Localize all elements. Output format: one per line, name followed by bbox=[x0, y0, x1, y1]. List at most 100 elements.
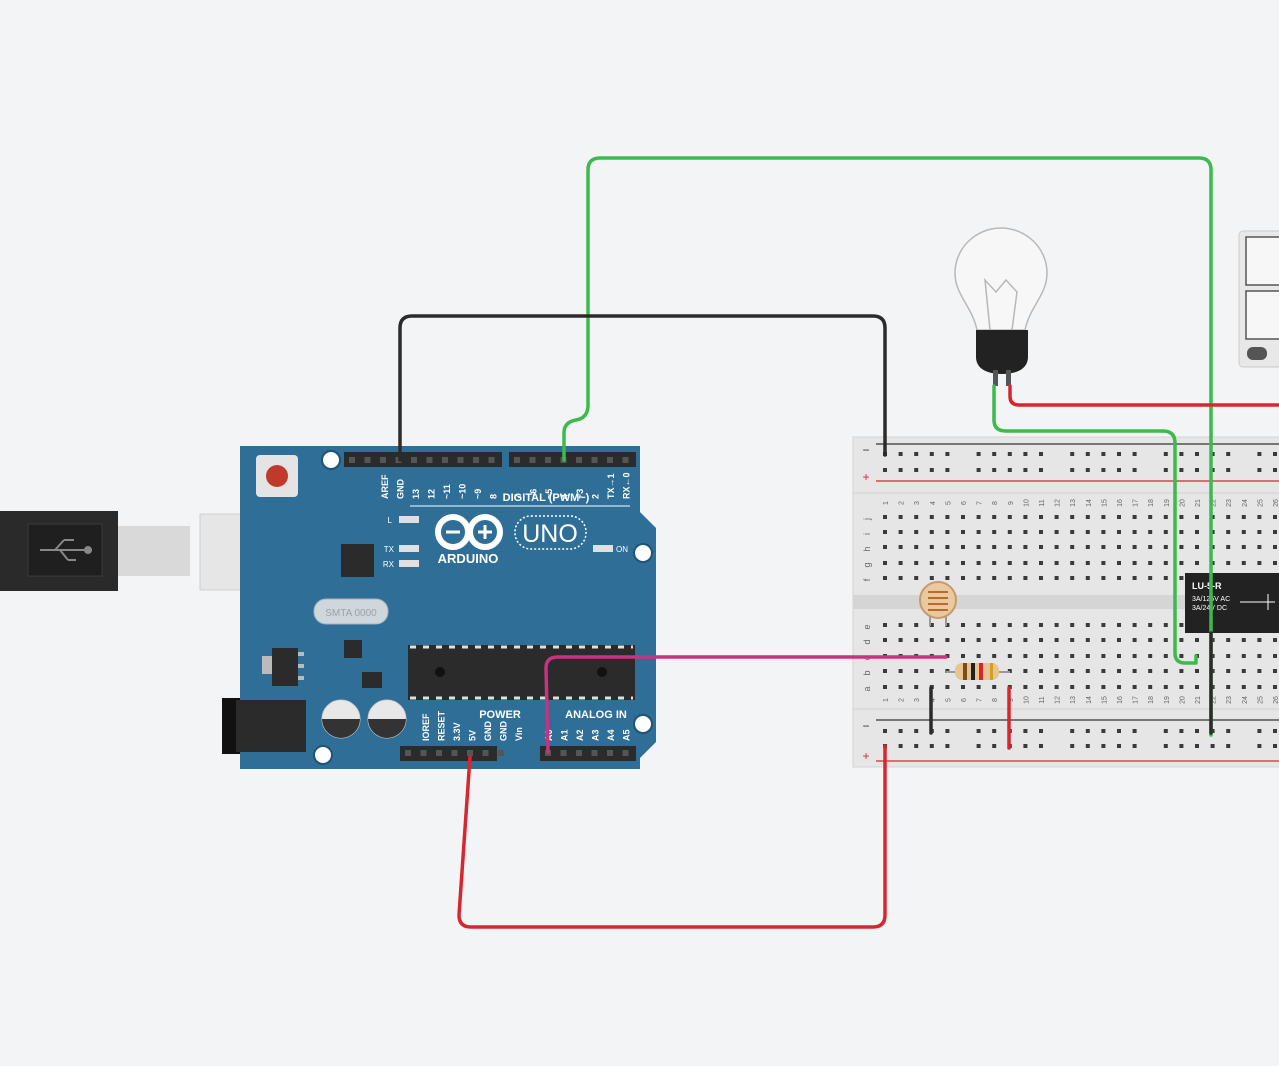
rail-hole[interactable] bbox=[1101, 468, 1106, 472]
rail-hole[interactable] bbox=[1257, 744, 1262, 748]
terminal-hole[interactable] bbox=[1054, 561, 1059, 565]
rail-hole[interactable] bbox=[898, 744, 903, 748]
terminal-hole[interactable] bbox=[1085, 654, 1090, 658]
terminal-hole[interactable] bbox=[945, 623, 950, 627]
terminal-hole[interactable] bbox=[1101, 623, 1106, 627]
terminal-hole[interactable] bbox=[1179, 623, 1184, 627]
rail-hole[interactable] bbox=[883, 468, 887, 472]
terminal-hole[interactable] bbox=[1070, 530, 1075, 534]
terminal-hole[interactable] bbox=[1039, 669, 1043, 673]
photoresistor[interactable] bbox=[919, 581, 957, 626]
header-pin[interactable] bbox=[514, 457, 520, 463]
terminal-hole[interactable] bbox=[976, 685, 981, 689]
terminal-hole[interactable] bbox=[1070, 669, 1075, 673]
rail-hole[interactable] bbox=[1195, 468, 1199, 472]
rail-hole[interactable] bbox=[1039, 452, 1043, 456]
terminal-hole[interactable] bbox=[1226, 561, 1231, 565]
terminal-hole[interactable] bbox=[1070, 623, 1075, 627]
terminal-hole[interactable] bbox=[1101, 669, 1106, 673]
terminal-hole[interactable] bbox=[1085, 623, 1090, 627]
terminal-hole[interactable] bbox=[1101, 654, 1106, 658]
terminal-hole[interactable] bbox=[1101, 638, 1106, 642]
header-pin[interactable] bbox=[545, 457, 551, 463]
terminal-hole[interactable] bbox=[1241, 530, 1246, 534]
rail-hole[interactable] bbox=[1226, 744, 1231, 748]
terminal-hole[interactable] bbox=[1163, 623, 1168, 627]
rail-hole[interactable] bbox=[898, 452, 903, 456]
terminal-hole[interactable] bbox=[1039, 576, 1043, 580]
terminal-hole[interactable] bbox=[898, 685, 903, 689]
terminal-hole[interactable] bbox=[883, 638, 887, 642]
rail-hole[interactable] bbox=[898, 468, 903, 472]
terminal-hole[interactable] bbox=[945, 561, 950, 565]
terminal-hole[interactable] bbox=[1070, 654, 1075, 658]
terminal-hole[interactable] bbox=[976, 515, 981, 519]
terminal-hole[interactable] bbox=[961, 685, 965, 689]
header-pin[interactable] bbox=[473, 457, 479, 463]
terminal-hole[interactable] bbox=[1023, 561, 1028, 565]
terminal-hole[interactable] bbox=[1039, 654, 1043, 658]
terminal-hole[interactable] bbox=[1163, 669, 1168, 673]
rail-hole[interactable] bbox=[1273, 729, 1277, 733]
terminal-hole[interactable] bbox=[945, 515, 950, 519]
terminal-hole[interactable] bbox=[976, 654, 981, 658]
header-pin[interactable] bbox=[442, 457, 448, 463]
rail-hole[interactable] bbox=[1023, 468, 1028, 472]
terminal-hole[interactable] bbox=[1241, 545, 1246, 549]
terminal-hole[interactable] bbox=[883, 545, 887, 549]
terminal-hole[interactable] bbox=[1007, 561, 1012, 565]
terminal-hole[interactable] bbox=[1101, 576, 1106, 580]
header-pin[interactable] bbox=[488, 457, 495, 463]
terminal-hole[interactable] bbox=[914, 530, 919, 534]
rail-hole[interactable] bbox=[1163, 468, 1168, 472]
rail-hole[interactable] bbox=[914, 744, 919, 748]
terminal-hole[interactable] bbox=[1179, 530, 1184, 534]
rail-hole[interactable] bbox=[1132, 452, 1137, 456]
header-pin[interactable] bbox=[426, 457, 433, 463]
rail-hole[interactable] bbox=[1039, 468, 1043, 472]
terminal-hole[interactable] bbox=[1132, 561, 1137, 565]
rail-hole[interactable] bbox=[1132, 729, 1137, 733]
terminal-hole[interactable] bbox=[898, 638, 903, 642]
terminal-hole[interactable] bbox=[1054, 638, 1059, 642]
terminal-hole[interactable] bbox=[1007, 623, 1012, 627]
terminal-hole[interactable] bbox=[976, 545, 981, 549]
header-pin[interactable] bbox=[607, 457, 613, 463]
terminal-hole[interactable] bbox=[1054, 685, 1059, 689]
rail-hole[interactable] bbox=[1273, 744, 1277, 748]
terminal-hole[interactable] bbox=[1226, 515, 1231, 519]
terminal-hole[interactable] bbox=[992, 576, 997, 580]
terminal-hole[interactable] bbox=[992, 515, 997, 519]
terminal-hole[interactable] bbox=[1101, 530, 1106, 534]
wire-pink[interactable] bbox=[544, 655, 948, 754]
terminal-hole[interactable] bbox=[1273, 654, 1277, 658]
rail-hole[interactable] bbox=[1085, 729, 1090, 733]
terminal-hole[interactable] bbox=[1241, 561, 1246, 565]
header-pin[interactable] bbox=[607, 750, 613, 756]
terminal-hole[interactable] bbox=[1273, 685, 1277, 689]
rail-hole[interactable] bbox=[1070, 468, 1075, 472]
rail-hole[interactable] bbox=[1117, 468, 1121, 472]
terminal-hole[interactable] bbox=[929, 638, 934, 642]
terminal-hole[interactable] bbox=[1226, 654, 1231, 658]
terminal-hole[interactable] bbox=[1039, 515, 1043, 519]
terminal-hole[interactable] bbox=[1070, 515, 1075, 519]
header-pin[interactable] bbox=[622, 750, 629, 756]
terminal-hole[interactable] bbox=[1070, 638, 1075, 642]
terminal-hole[interactable] bbox=[914, 515, 919, 519]
terminal-hole[interactable] bbox=[1023, 638, 1028, 642]
terminal-hole[interactable] bbox=[1273, 638, 1277, 642]
rail-hole[interactable] bbox=[976, 452, 981, 456]
rail-hole[interactable] bbox=[929, 452, 934, 456]
terminal-hole[interactable] bbox=[1070, 576, 1075, 580]
terminal-hole[interactable] bbox=[929, 561, 934, 565]
rail-hole[interactable] bbox=[976, 468, 981, 472]
rail-hole[interactable] bbox=[1070, 729, 1075, 733]
terminal-hole[interactable] bbox=[1039, 561, 1043, 565]
rail-hole[interactable] bbox=[1195, 744, 1199, 748]
rail-hole[interactable] bbox=[976, 744, 981, 748]
terminal-hole[interactable] bbox=[1039, 623, 1043, 627]
terminal-hole[interactable] bbox=[992, 638, 997, 642]
terminal-hole[interactable] bbox=[961, 623, 965, 627]
rail-hole[interactable] bbox=[992, 744, 997, 748]
